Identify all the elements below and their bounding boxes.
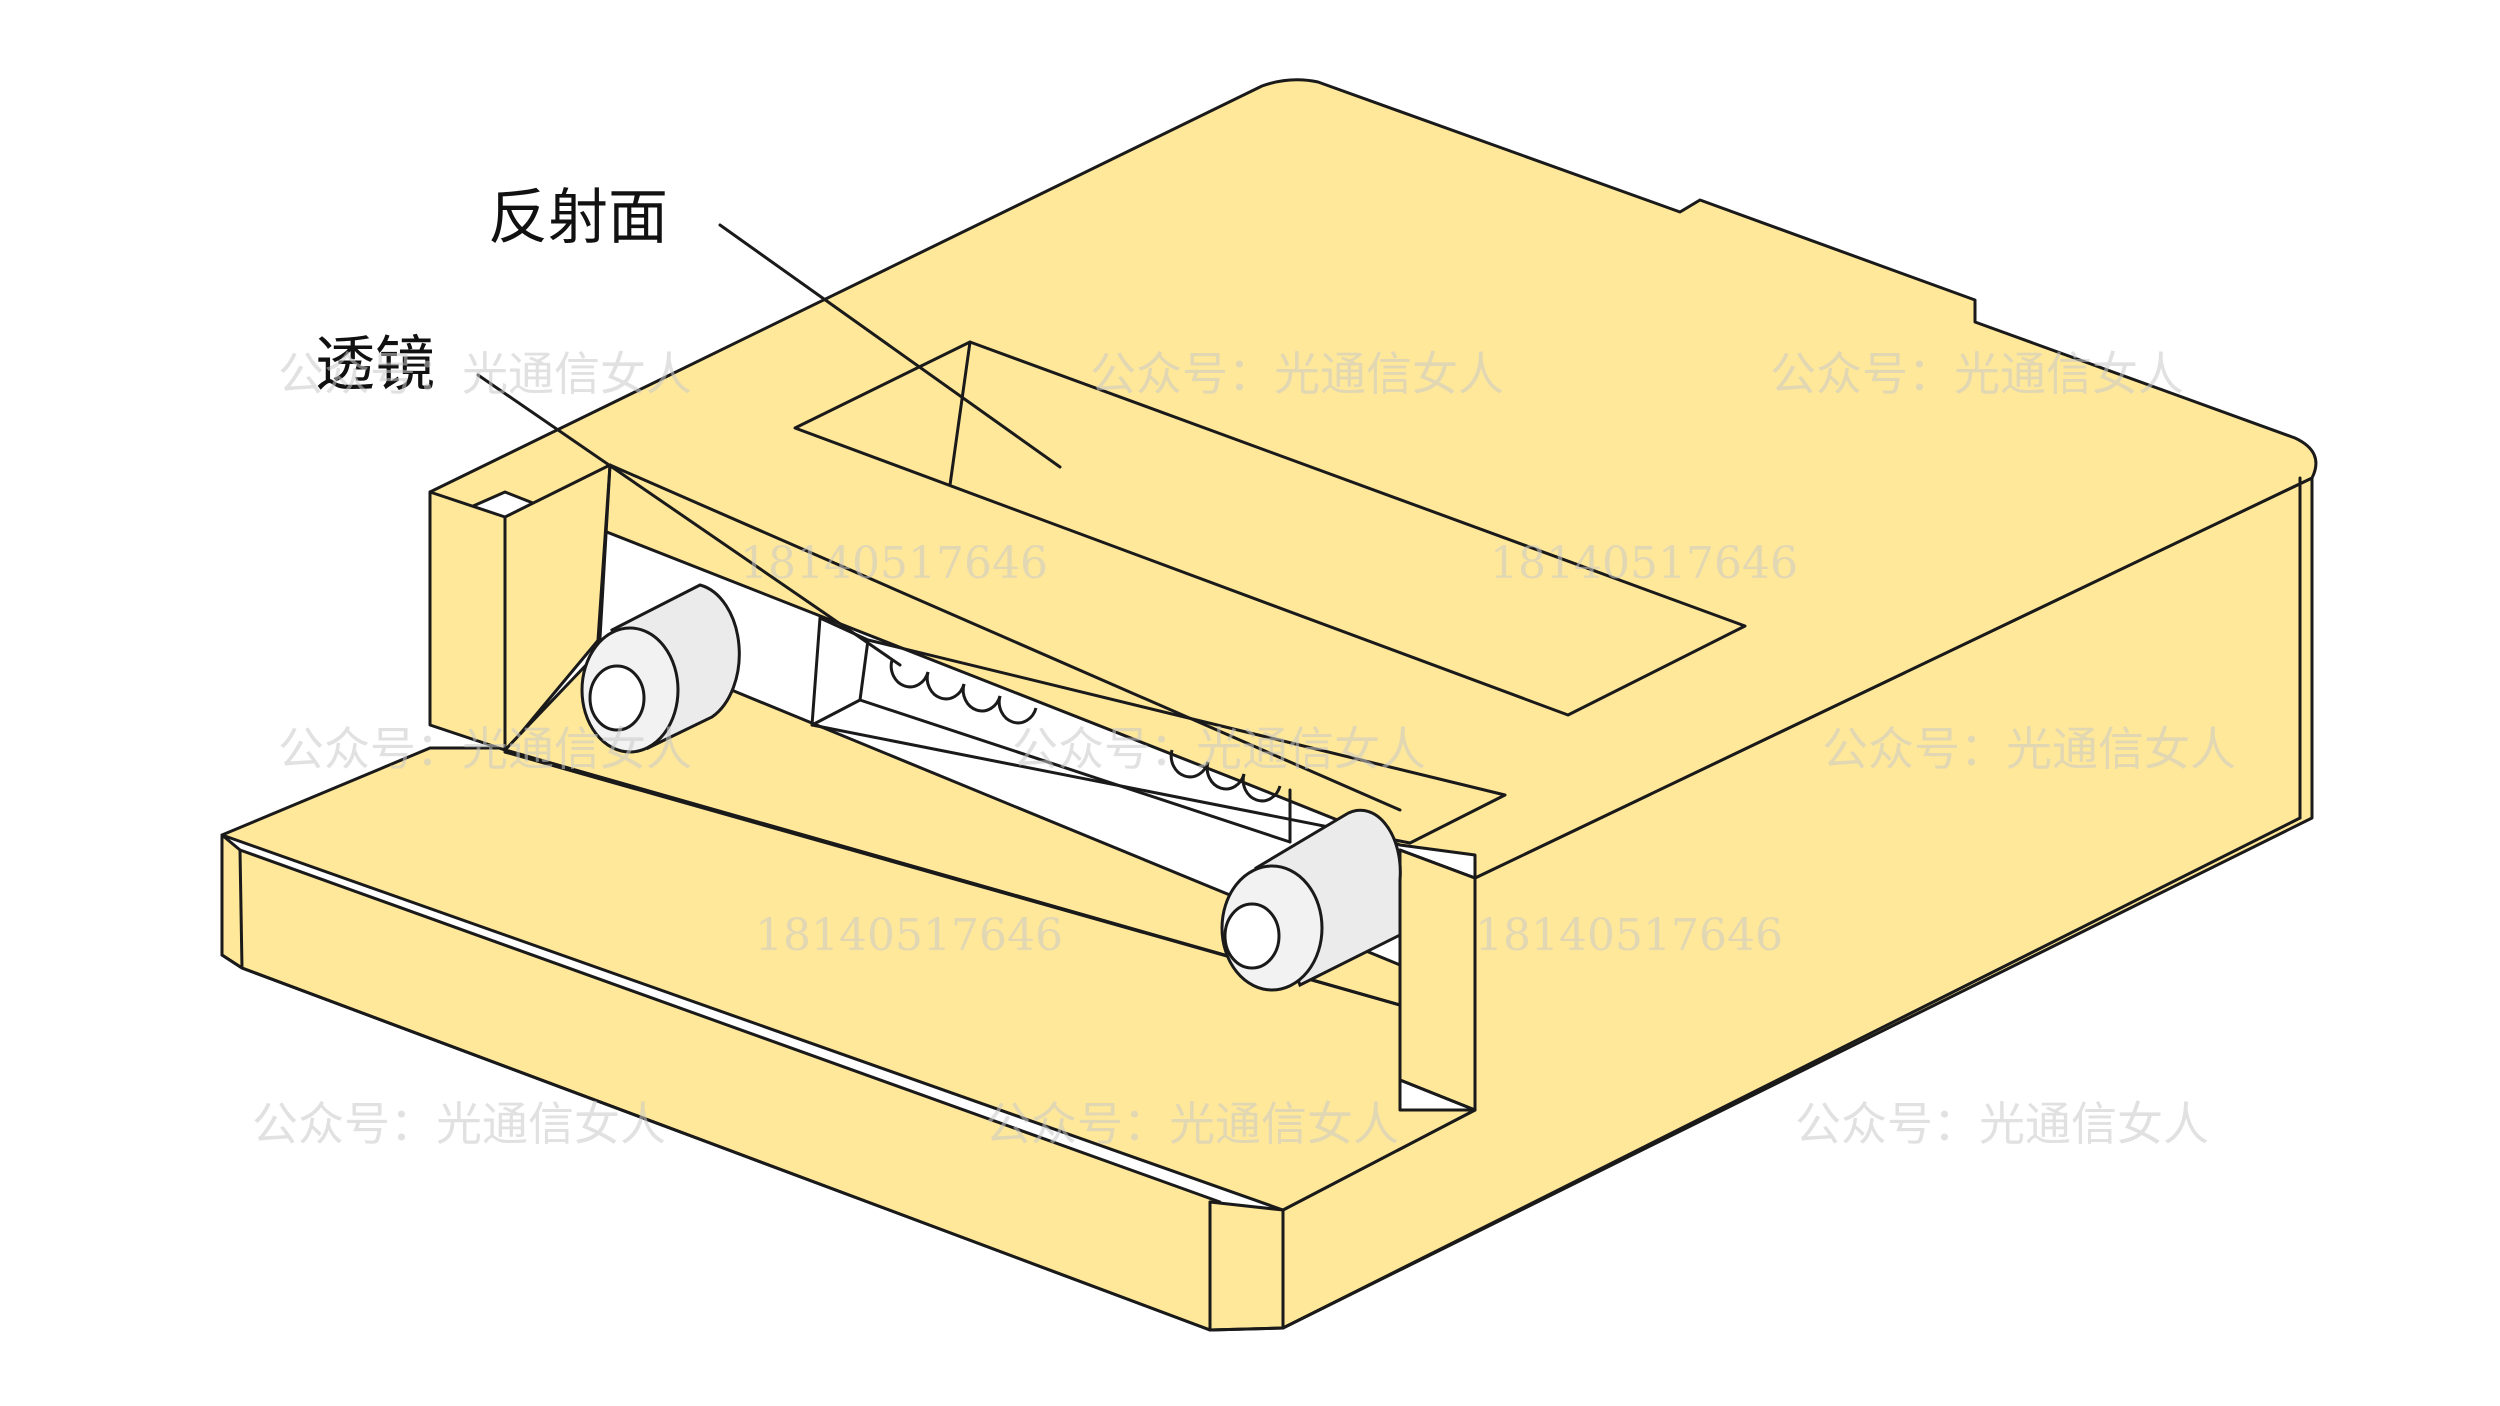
watermark-phone: 18140517646 [1490,538,1798,589]
watermark-account: 公众号：光通信女人 [1795,1097,2209,1151]
watermark-phone: 18140517646 [1475,910,1783,961]
watermark-account: 公众号：光通信女人 [278,347,692,401]
ledge-corner-face [1208,1200,1285,1332]
lens-element [889,659,930,689]
label-reflective-surface: 反射面 [488,183,668,253]
lens-element [997,695,1038,725]
lens-element [925,671,966,701]
upper-top-surface [428,78,2318,880]
watermark-account: 公众号：光通信女人 [985,1097,1399,1151]
lens-element [961,683,1002,713]
left-step-front [428,490,507,752]
lens-element [1205,761,1246,791]
watermark-account: 公众号：光通信女人 [1822,722,2236,776]
leader-reflective-surface [718,223,1062,469]
guide-pin-right [1220,808,1402,992]
watermark-phone: 18140517646 [755,910,1063,961]
lens-array [889,659,1282,803]
watermark-account: 公众号：光通信女人 [1090,347,1504,401]
block-body [220,78,2318,1332]
lens-element [1169,749,1210,779]
watermarks: 公众号：光通信女人 公众号：光通信女人 公众号：光通信女人 1814051764… [252,347,2236,1151]
leader-lens [476,373,902,667]
watermark-account: 公众号：光通信女人 [1012,722,1426,776]
left-step-side [503,463,612,754]
watermark-account: 公众号：光通信女人 [252,1097,666,1151]
label-lens: 透镜 [315,330,435,400]
guide-pin-left [580,583,741,754]
watermark-account: 公众号：光通信女人 [278,722,692,776]
watermark-phone: 18140517646 [740,538,1048,589]
lens-element [1241,773,1282,803]
reflective-surface [793,340,1747,717]
watermark-account: 公众号：光通信女人 [1770,347,2184,401]
right-step-block [1398,848,1477,1112]
